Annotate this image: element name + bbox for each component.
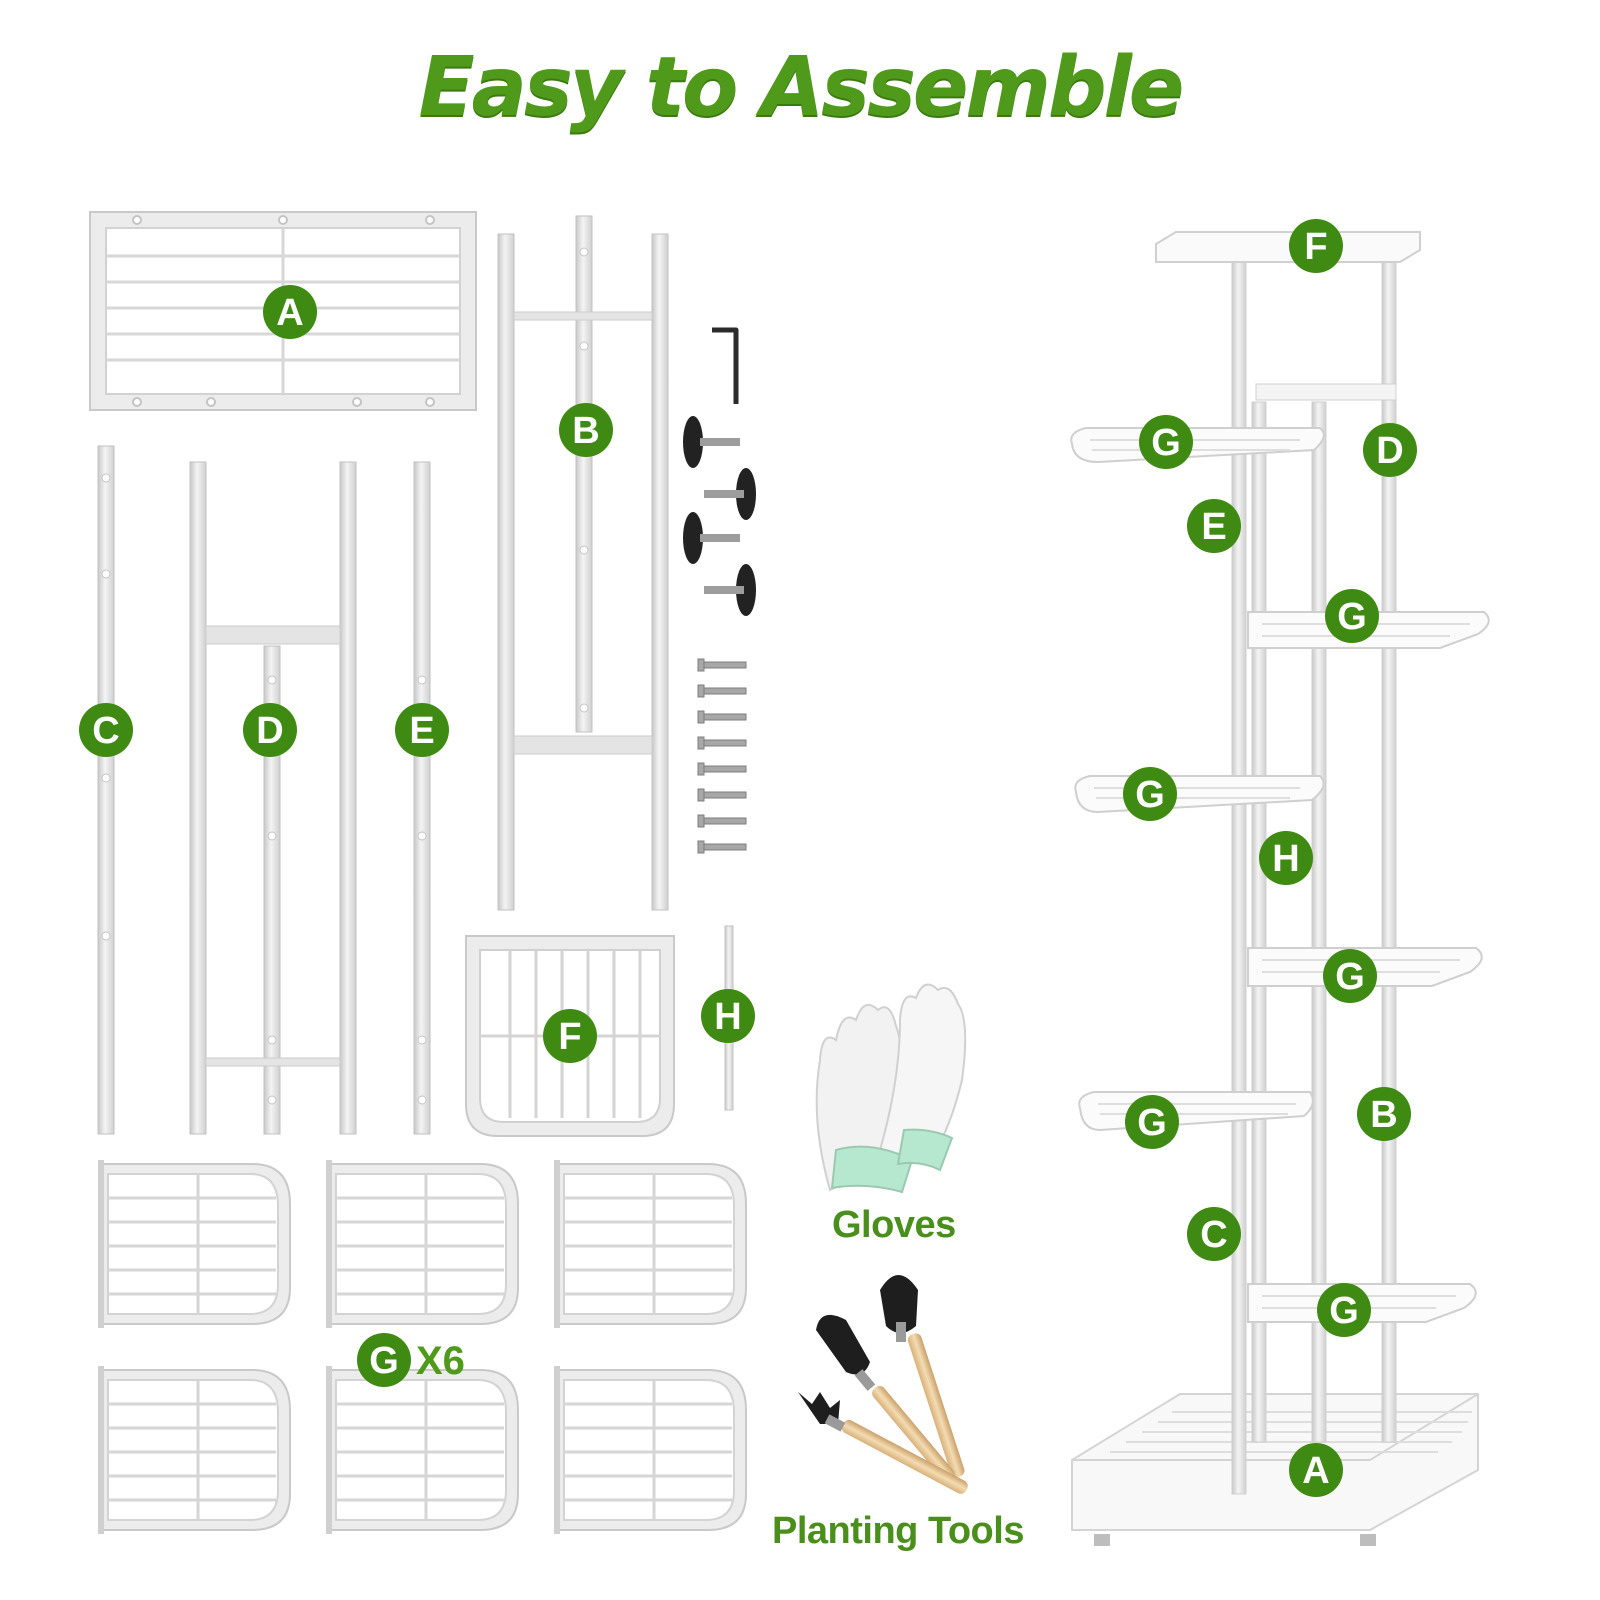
part-label-badge-c: C [1187, 1207, 1241, 1261]
part-label-badge-g: G [1325, 589, 1379, 643]
part-label-badge-d: D [1363, 423, 1417, 477]
part-label-letter: H [714, 996, 741, 1038]
part-label-badge-g: G [1123, 767, 1177, 821]
assembled-plant-stand [1070, 231, 1490, 1546]
part-label-letter: E [1201, 506, 1226, 548]
part-g-shelf [98, 1366, 291, 1534]
part-label-letter: A [1302, 1450, 1329, 1492]
part-label-badge-a: A [263, 285, 317, 339]
part-label-letter: G [1335, 956, 1365, 998]
rake-icon [798, 1392, 968, 1494]
part-label-letter: G [1135, 774, 1165, 816]
part-g-shelves [98, 1160, 747, 1534]
part-label-letter: C [92, 710, 119, 752]
part-label-badge-b: B [1357, 1087, 1411, 1141]
part-c-pole [97, 445, 115, 1135]
screw-icon [697, 658, 747, 854]
page-title: Easy to Assemble [418, 40, 1185, 135]
part-e-pole [413, 461, 431, 1135]
part-label-badge-g: G [1125, 1095, 1179, 1149]
shovel-icon [816, 1314, 956, 1482]
part-label-badge-h: H [701, 989, 755, 1043]
part-label-letter: G [1329, 1290, 1359, 1332]
part-label-letter: F [558, 1016, 581, 1058]
part-label-letter: B [1370, 1094, 1397, 1136]
part-label-badge-h: H [1259, 831, 1313, 885]
part-label-letter: H [1272, 838, 1299, 880]
part-label-badge-e: E [1187, 499, 1241, 553]
part-g-shelf [98, 1160, 291, 1328]
hex-key-icon [712, 327, 739, 404]
part-label-letter: G [1137, 1102, 1167, 1144]
part-label-badge-c: C [79, 703, 133, 757]
leveling-foot-icon [683, 416, 756, 616]
part-label-letter: G [1337, 596, 1367, 638]
part-label-badge-f: F [1289, 219, 1343, 273]
part-label-letter: C [1200, 1214, 1227, 1256]
part-label-letter: E [409, 710, 434, 752]
part-label-badge-f: F [543, 1009, 597, 1063]
planting-tools-icon [798, 1275, 968, 1494]
shelf-quantity-label: X6 [416, 1339, 465, 1383]
part-label-letter: G [369, 1340, 399, 1382]
part-label-badge-g: G [1139, 415, 1193, 469]
part-g-shelf [326, 1160, 519, 1328]
part-label-badge-b: B [559, 403, 613, 457]
part-label-badge-a: A [1289, 1443, 1343, 1497]
part-d-frame [189, 461, 357, 1135]
part-g-shelf [554, 1366, 747, 1534]
part-label-badge-d: D [243, 703, 297, 757]
part-label-letter: D [256, 710, 283, 752]
part-label-letter: B [572, 410, 599, 452]
part-b-frame [497, 215, 669, 911]
gloves-caption: Gloves [832, 1204, 956, 1246]
planting-tools-caption: Planting Tools [772, 1510, 1024, 1552]
part-label-badge-e: E [395, 703, 449, 757]
part-label-letter: F [1304, 226, 1327, 268]
part-label-letter: G [1151, 422, 1181, 464]
part-label-badge-g: G [1317, 1283, 1371, 1337]
gloves-icon [815, 983, 967, 1194]
part-g-shelf [554, 1160, 747, 1328]
part-label-letter: D [1376, 430, 1403, 472]
part-label-letter: A [276, 292, 303, 334]
part-g-shelf [326, 1366, 519, 1534]
part-label-badge-g: G [1323, 949, 1377, 1003]
part-label-badge-g: G X6 [357, 1333, 465, 1387]
shovel-icon [880, 1275, 965, 1478]
